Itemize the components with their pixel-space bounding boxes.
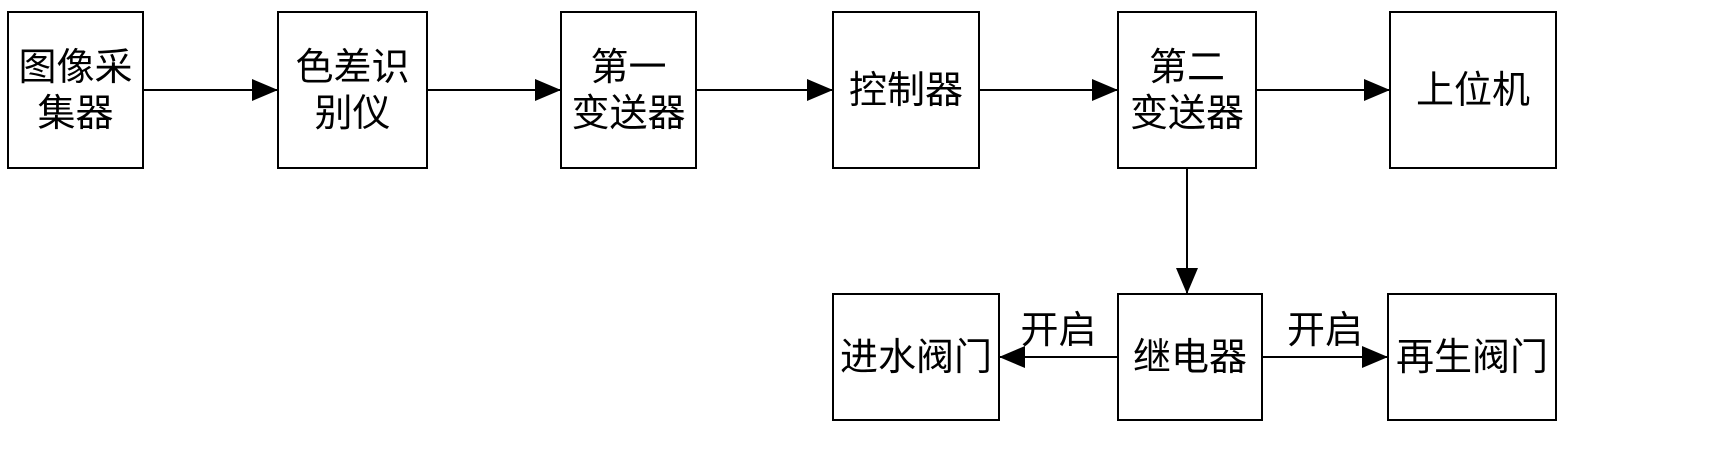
connections: 开启 开启 [143,79,1390,368]
arrow-relay-to-water-inlet-valve: 开启 [999,308,1118,368]
edge-label: 开启 [1020,308,1096,352]
water-inlet-valve-box [832,293,1000,421]
regeneration-valve-block: 再生阀门 [1387,293,1557,421]
second-transmitter-label-line-2: 变送器 [1130,91,1244,135]
controller-box [832,11,980,169]
second-transmitter-label-line-1: 第二 [1149,45,1225,89]
host-computer-label-line-1: 上位机 [1416,68,1530,112]
first-transmitter-label-line-1: 第一 [590,45,666,89]
regeneration-valve-label-line-1: 再生阀门 [1396,335,1548,379]
color-difference-identifier-box [277,11,428,169]
controller-label-line-1: 控制器 [849,68,963,112]
relay-label-line-1: 继电器 [1133,335,1247,379]
blocks: 图像采集器色差识别仪第一变送器控制器第二变送器上位机进水阀门继电器再生阀门 [7,11,1557,421]
image-collector-label-line-1: 图像采 [18,45,132,89]
arrow-relay-to-regeneration-valve: 开启 [1262,308,1388,368]
water-inlet-valve-block: 进水阀门 [832,293,1000,421]
image-collector-label-line-2: 集器 [37,91,113,135]
controller-block: 控制器 [832,11,980,169]
second-transmitter-box [1117,11,1257,169]
regeneration-valve-box [1387,293,1557,421]
host-computer-box [1389,11,1557,169]
first-transmitter-label-line-2: 变送器 [571,91,685,135]
relay-block: 继电器 [1117,293,1263,421]
image-collector-box [7,11,144,169]
color-difference-identifier-label-line-1: 色差识 [295,45,409,89]
edge-label: 开启 [1287,308,1363,352]
water-inlet-valve-label-line-1: 进水阀门 [840,335,992,379]
first-transmitter-box [560,11,697,169]
relay-box [1117,293,1263,421]
host-computer-block: 上位机 [1389,11,1557,169]
color-difference-identifier-label-line-2: 别仪 [314,91,390,135]
